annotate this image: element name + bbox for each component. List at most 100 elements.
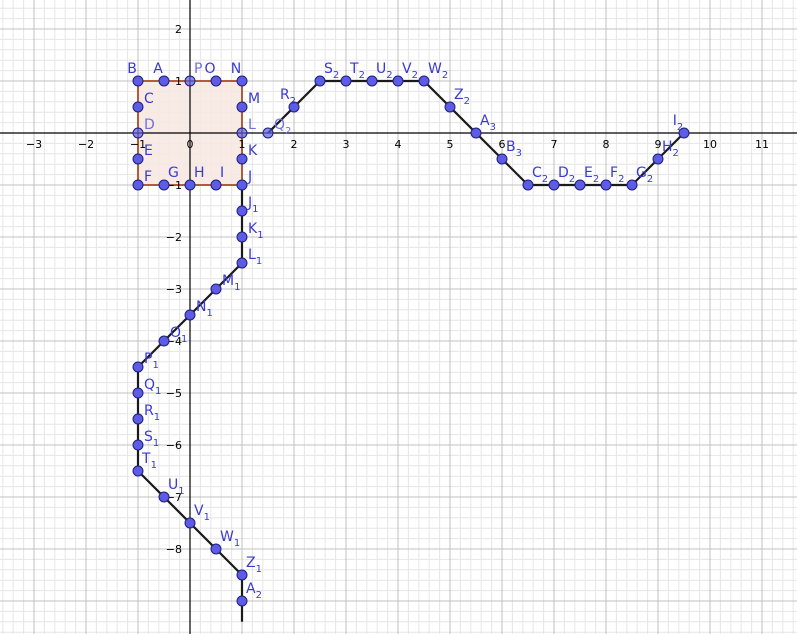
point-label: Z1: [246, 555, 262, 575]
y-tick-label: 2: [175, 23, 182, 36]
point-C[interactable]: [132, 101, 144, 113]
point-N[interactable]: [236, 75, 248, 87]
point-V1[interactable]: [184, 517, 196, 529]
point-J[interactable]: [236, 179, 248, 191]
point-C2[interactable]: [522, 179, 534, 191]
point-W1[interactable]: [210, 543, 222, 555]
point-U2[interactable]: [366, 75, 378, 87]
y-tick-label: −8: [166, 543, 182, 556]
point-label: I2: [673, 113, 684, 133]
x-tick-label: −2: [78, 138, 94, 151]
point-label: B: [127, 61, 137, 77]
point-U1[interactable]: [158, 491, 170, 503]
y-tick-label: −3: [166, 283, 182, 296]
x-tick-label: 11: [755, 138, 769, 151]
point-label: D: [144, 117, 155, 133]
point-label: A2: [246, 581, 262, 601]
point-B[interactable]: [132, 75, 144, 87]
point-Z2[interactable]: [444, 101, 456, 113]
point-label: E: [144, 143, 153, 159]
x-tick-label: 6: [499, 138, 506, 151]
point-Z1[interactable]: [236, 569, 248, 581]
point-T1[interactable]: [132, 465, 144, 477]
point-H2[interactable]: [652, 153, 664, 165]
point-W2[interactable]: [418, 75, 430, 87]
point-N1[interactable]: [184, 309, 196, 321]
point-label: S1: [144, 429, 159, 449]
point-label: R1: [144, 403, 160, 423]
y-tick-label: 1: [175, 75, 182, 88]
y-tick-label: −6: [166, 439, 182, 452]
point-F2[interactable]: [600, 179, 612, 191]
point-label: P1: [144, 351, 159, 371]
point-O[interactable]: [210, 75, 222, 87]
point-D2[interactable]: [548, 179, 560, 191]
point-G2[interactable]: [626, 179, 638, 191]
point-label: U1: [168, 477, 185, 497]
point-T2[interactable]: [340, 75, 352, 87]
point-M1[interactable]: [210, 283, 222, 295]
point-label: M: [248, 91, 260, 107]
point-V2[interactable]: [392, 75, 404, 87]
point-A[interactable]: [158, 75, 170, 87]
point-B3[interactable]: [496, 153, 508, 165]
point-Q2[interactable]: [262, 127, 274, 139]
point-K1[interactable]: [236, 231, 248, 243]
point-label: N: [231, 61, 241, 77]
point-L1[interactable]: [236, 257, 248, 269]
point-R2[interactable]: [288, 101, 300, 113]
y-tick-label: −1: [166, 179, 182, 192]
point-K[interactable]: [236, 153, 248, 165]
point-label: O: [204, 61, 215, 77]
point-E2[interactable]: [574, 179, 586, 191]
point-label: J1: [247, 195, 259, 215]
x-tick-label: −1: [130, 138, 146, 151]
point-Q1[interactable]: [132, 387, 144, 399]
point-L[interactable]: [236, 127, 248, 139]
x-tick-label: −3: [26, 138, 42, 151]
point-label: L1: [248, 247, 262, 267]
point-A3[interactable]: [470, 127, 482, 139]
point-A2[interactable]: [236, 595, 248, 607]
point-label: V2: [402, 61, 418, 81]
point-F[interactable]: [132, 179, 144, 191]
point-M[interactable]: [236, 101, 248, 113]
point-D[interactable]: [132, 127, 144, 139]
x-tick-label: 1: [239, 138, 246, 151]
point-label: T2: [349, 61, 365, 81]
point-label: F2: [610, 165, 624, 185]
point-S1[interactable]: [132, 439, 144, 451]
point-S2[interactable]: [314, 75, 326, 87]
points-layer[interactable]: [132, 75, 690, 607]
point-J1[interactable]: [236, 205, 248, 217]
point-label: H2: [662, 139, 679, 159]
point-label: W2: [428, 61, 448, 81]
x-tick-label: 3: [343, 138, 350, 151]
point-label: S2: [324, 61, 339, 81]
point-R1[interactable]: [132, 413, 144, 425]
point-P1[interactable]: [132, 361, 144, 373]
point-H[interactable]: [184, 179, 196, 191]
y-tick-label: −4: [166, 335, 182, 348]
x-tick-label: 5: [447, 138, 454, 151]
point-I[interactable]: [210, 179, 222, 191]
point-label: H: [194, 165, 205, 181]
point-I2[interactable]: [678, 127, 690, 139]
y-tick-label: −2: [166, 231, 182, 244]
point-label: C2: [532, 165, 548, 185]
point-label: D2: [558, 165, 575, 185]
point-G[interactable]: [158, 179, 170, 191]
point-label: N1: [196, 299, 213, 319]
x-tick-label: 7: [551, 138, 558, 151]
point-label: O1: [170, 325, 187, 345]
y-tick-label: −7: [166, 491, 182, 504]
point-P[interactable]: [184, 75, 196, 87]
point-E[interactable]: [132, 153, 144, 165]
point-label: R2: [280, 87, 296, 107]
point-label: M1: [222, 273, 240, 293]
point-O1[interactable]: [158, 335, 170, 347]
y-tick-label: −5: [166, 387, 182, 400]
x-tick-label: 10: [703, 138, 717, 151]
x-tick-label: 8: [603, 138, 610, 151]
